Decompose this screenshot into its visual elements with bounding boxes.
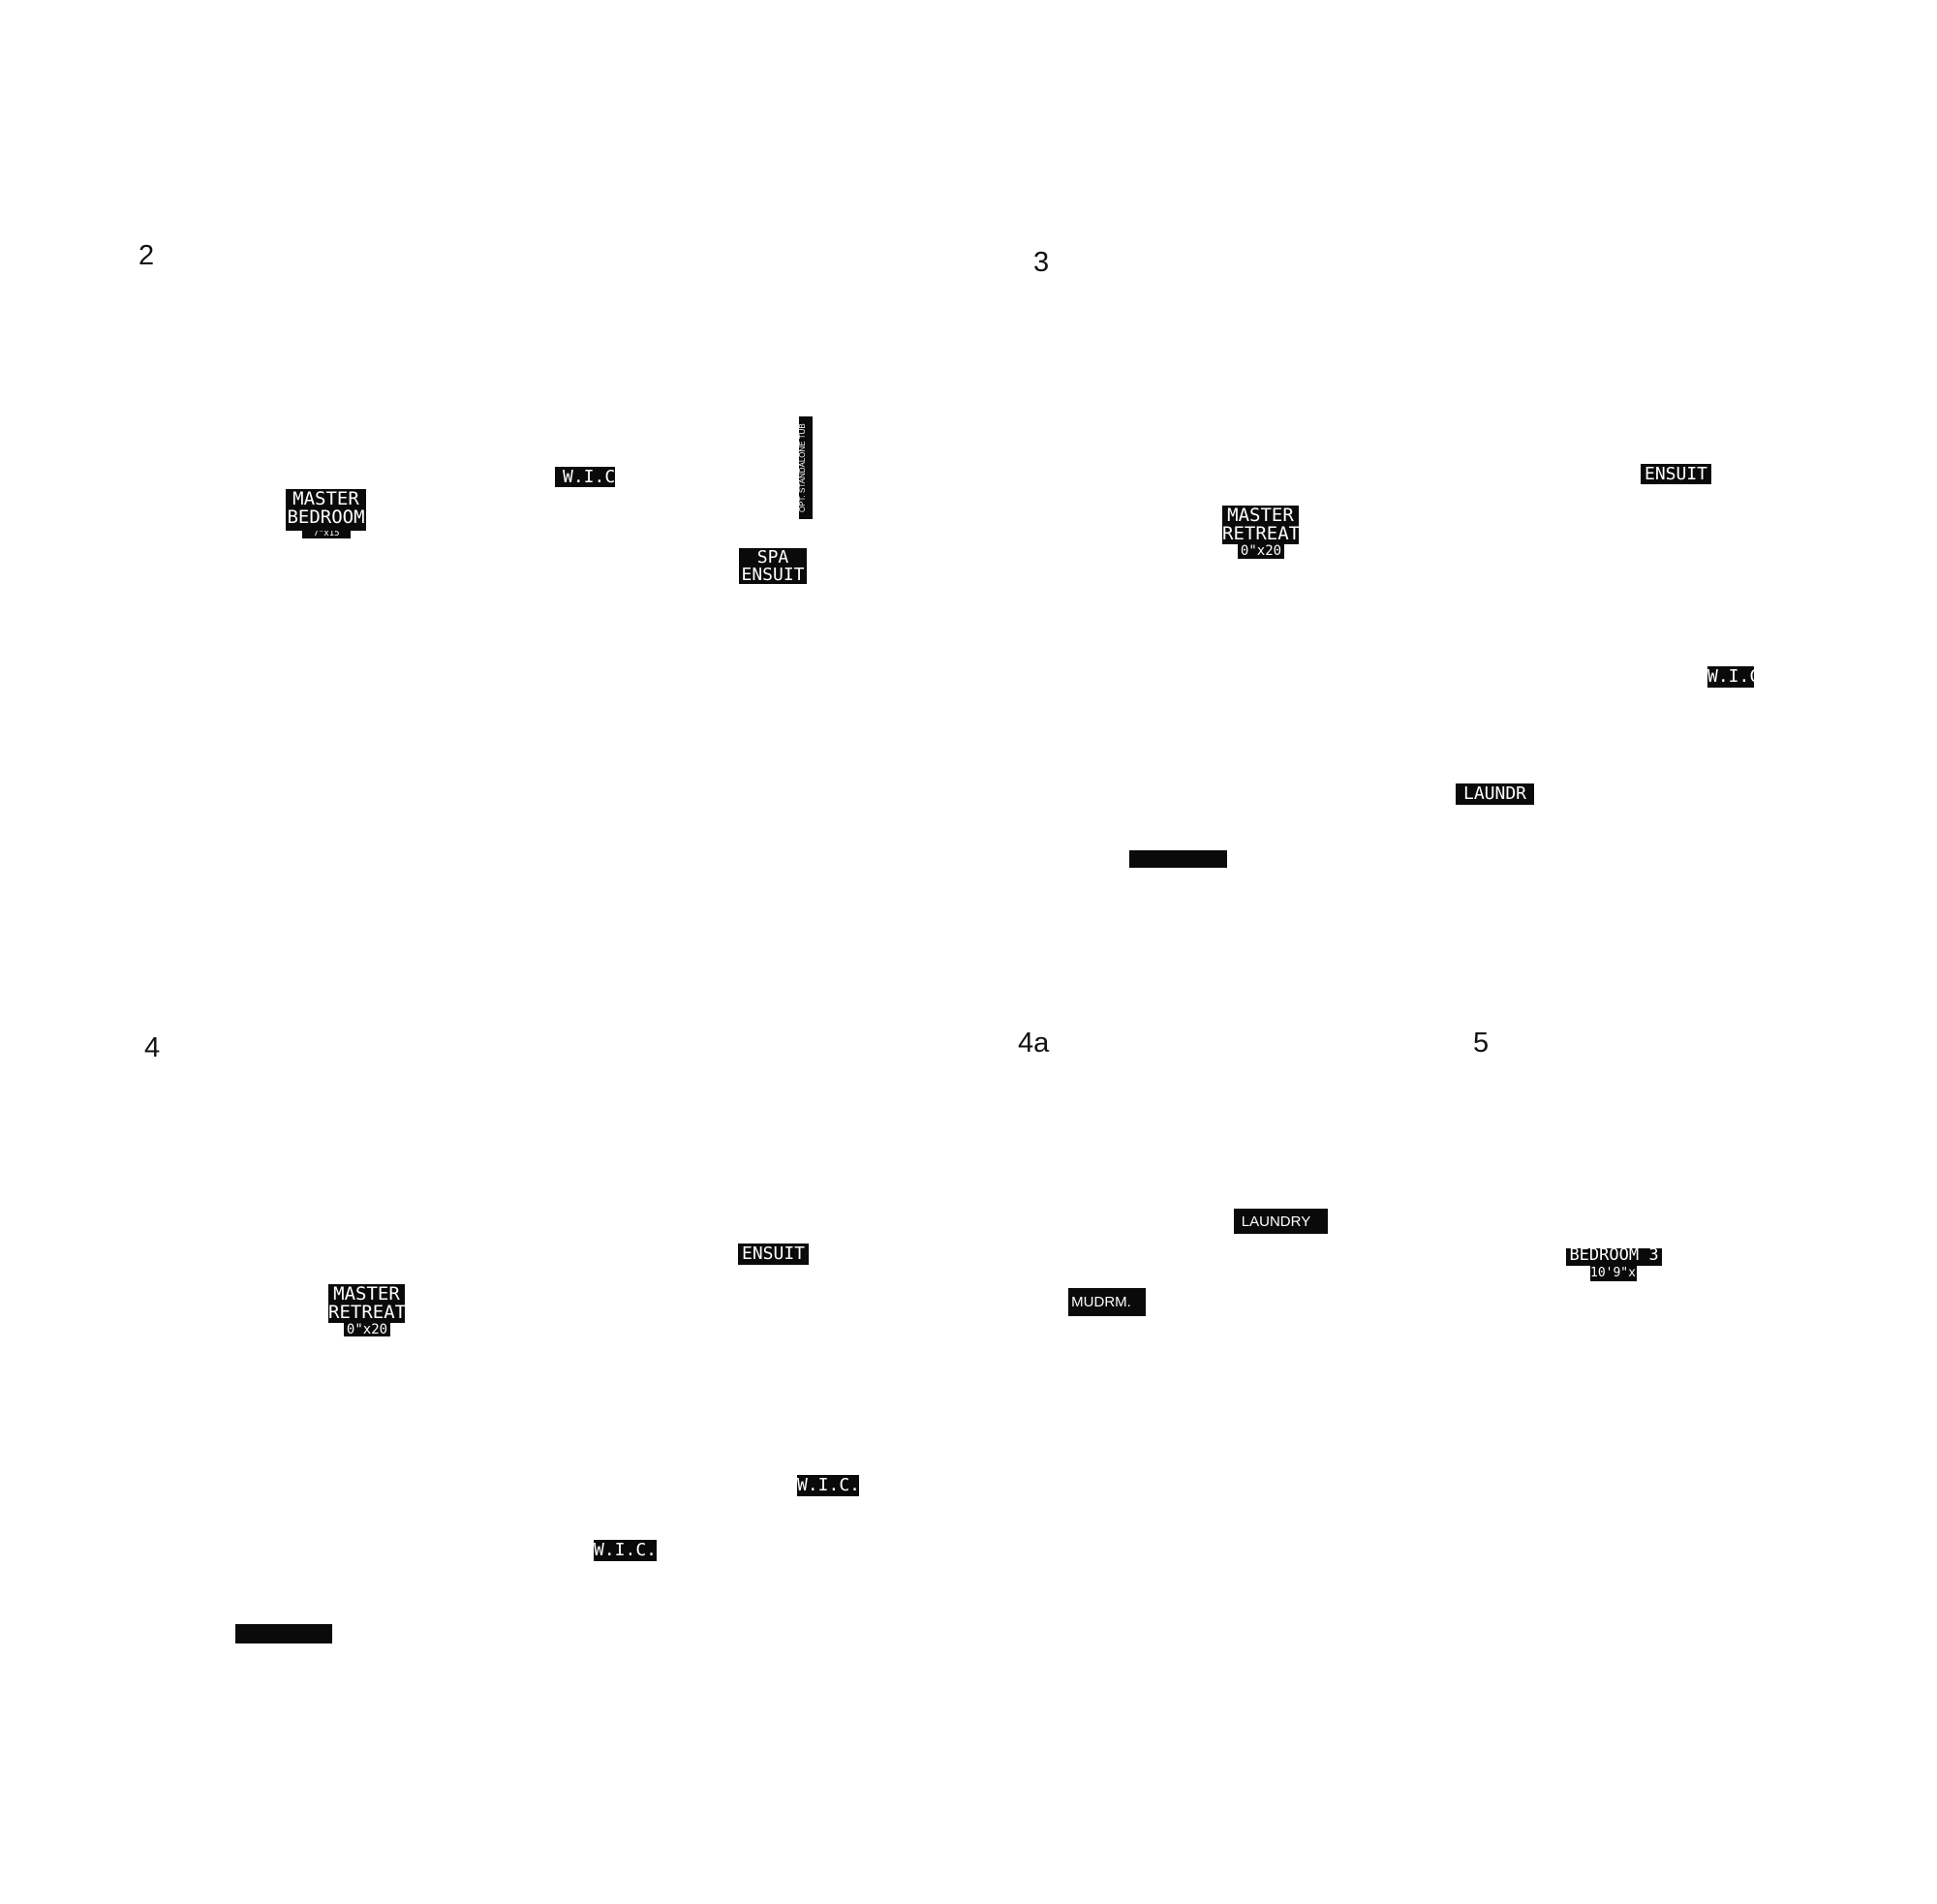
- master-retreat-line-1: MASTER: [1227, 506, 1294, 526]
- scale-bar: [235, 1624, 332, 1643]
- laundry-label: LAUNDR: [1456, 783, 1534, 805]
- wic-label: W.I.C: [555, 467, 615, 487]
- master-retreat-dimensions: 0"x20: [1238, 544, 1284, 559]
- master-retreat-label: MASTER RETREAT: [1222, 506, 1299, 544]
- mudroom-label: MUDRM.: [1068, 1288, 1146, 1316]
- master-bedroom-line-1: MASTER: [292, 489, 359, 509]
- panel-number-3: 3: [1033, 247, 1050, 278]
- opt-tub-label: OPT. STANDALONE TUB: [799, 416, 813, 519]
- spa-ensuite-line-1: SPA: [756, 548, 789, 568]
- spa-ensuite-line-2: ENSUIT: [741, 565, 805, 584]
- panel-number-5: 5: [1473, 1028, 1490, 1059]
- bedroom-dimensions: 10'9"x10'0": [1590, 1266, 1637, 1281]
- panel-number-4: 4: [144, 1032, 161, 1063]
- master-retreat-line-2: RETREAT: [1222, 523, 1299, 544]
- scale-bar: [1129, 850, 1227, 868]
- wic-label: W.I.C: [1707, 666, 1754, 688]
- panel-number-4a: 4a: [1018, 1028, 1050, 1059]
- master-bedroom-dimensions: 7"x15: [302, 531, 351, 538]
- panel-number-2: 2: [138, 240, 155, 271]
- master-retreat-line-2: RETREAT: [328, 1302, 405, 1323]
- wic-label: W.I.C.: [594, 1540, 657, 1561]
- ensuite-label: ENSUIT: [1641, 464, 1711, 484]
- spa-ensuite-label: SPA ENSUIT: [739, 548, 807, 584]
- master-retreat-dimensions: 0"x20: [344, 1323, 390, 1336]
- master-bedroom-line-2: BEDROOM: [287, 507, 365, 528]
- laundry-label: LAUNDRY: [1234, 1209, 1328, 1234]
- master-bedroom-label: MASTER BEDROOM: [286, 489, 366, 531]
- ensuite-label: ENSUIT: [738, 1244, 809, 1265]
- bedroom-label: BEDROOM 3: [1566, 1248, 1662, 1266]
- wic-label: W.I.C.: [797, 1475, 859, 1496]
- master-retreat-label: MASTER RETREAT: [328, 1284, 405, 1323]
- master-retreat-line-1: MASTER: [333, 1284, 400, 1305]
